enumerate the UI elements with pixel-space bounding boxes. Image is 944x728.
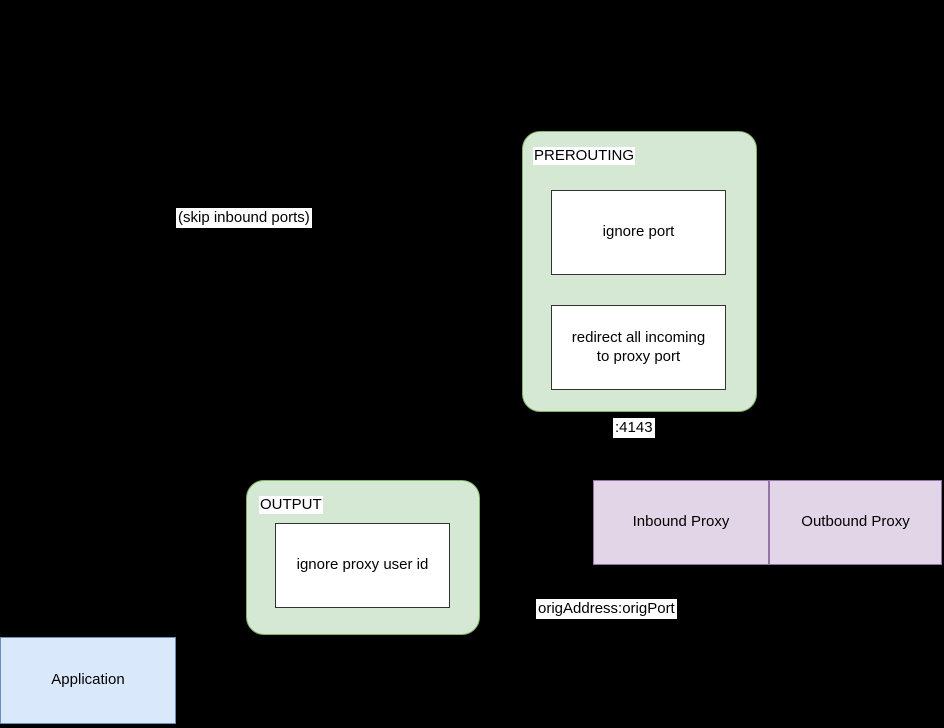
edge-label-orig-address: origAddress:origPort bbox=[536, 599, 677, 619]
edge-label-proxy-port: :4143 bbox=[613, 418, 655, 438]
node-redirect-label-line1: redirect all incoming bbox=[571, 328, 706, 346]
node-inbound-proxy-label: Inbound Proxy bbox=[632, 513, 730, 531]
node-application-label: Application bbox=[51, 671, 125, 689]
node-redirect-all-incoming-to-proxy-port[interactable]: redirect all incoming to proxy port bbox=[551, 305, 726, 390]
node-application[interactable]: Application bbox=[0, 637, 176, 724]
node-ignore-proxy-user-id[interactable]: ignore proxy user id bbox=[275, 523, 450, 608]
node-ignore-port[interactable]: ignore port bbox=[551, 190, 726, 275]
node-outbound-proxy[interactable]: Outbound Proxy bbox=[769, 480, 942, 565]
edge-label-skip-inbound-ports: (skip inbound ports) bbox=[176, 208, 312, 228]
group-prerouting-title: PREROUTING bbox=[533, 147, 636, 165]
node-redirect-label-line2: to proxy port bbox=[596, 347, 681, 365]
group-output-title: OUTPUT bbox=[259, 496, 323, 514]
node-redirect-label: redirect all incoming to proxy port bbox=[572, 329, 705, 367]
node-outbound-proxy-label: Outbound Proxy bbox=[801, 513, 910, 531]
node-ignore-port-label: ignore port bbox=[602, 223, 675, 241]
node-inbound-proxy[interactable]: Inbound Proxy bbox=[593, 480, 769, 565]
node-ignore-proxy-user-id-label: ignore proxy user id bbox=[296, 556, 429, 574]
